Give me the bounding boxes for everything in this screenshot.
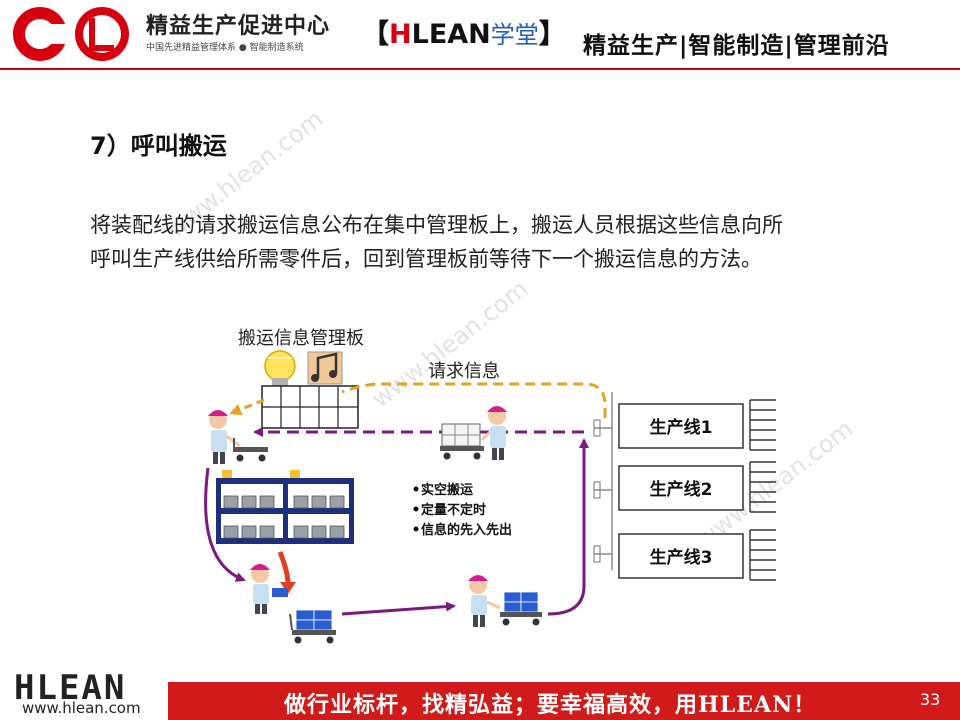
feature-item: 定量不定时 <box>420 502 486 518</box>
brand-h: H <box>389 19 412 50</box>
logo-subtitle: 中国先进精益管理体系 ● 智能制造系统 <box>146 43 304 53</box>
music-note-icon <box>307 351 343 385</box>
worker-icon <box>208 410 241 464</box>
production-line-1: 生产线1 <box>618 399 776 451</box>
footer-url[interactable]: www.hlean.com <box>22 699 141 717</box>
company-logo-icon <box>13 7 129 61</box>
cart-icon <box>233 438 268 462</box>
brand-bracket-open: 【 <box>362 19 389 50</box>
loaded-cart-icon <box>289 609 336 644</box>
delivery-flow-arrow <box>341 601 456 616</box>
worker-icon <box>480 406 507 460</box>
pickup-flow-arrow <box>204 467 246 582</box>
brand-title: 【HLEAN学堂】 <box>362 12 566 51</box>
production-line-label: 生产线3 <box>650 547 713 568</box>
request-info-label: 请求信息 <box>428 361 500 382</box>
brand-xuetang: 学堂 <box>490 21 539 49</box>
header-tagline: 精益生产|智能制造|管理前沿 <box>583 33 890 59</box>
brand-lean: LEAN <box>411 19 491 50</box>
logo-title: 精益生产促进中心 <box>146 14 331 39</box>
worker-icon <box>250 564 288 614</box>
production-line-3: 生产线3 <box>618 529 776 581</box>
slide-description: 将装配线的请求搬运信息公布在集中管理板上，搬运人员根据这些信息向所 呼叫生产线供… <box>90 213 783 271</box>
page-number: 33 <box>920 690 941 709</box>
light-bulb-icon <box>264 350 296 386</box>
footer-logo: HLEAN <box>14 668 127 708</box>
production-line-2: 生产线2 <box>618 461 776 513</box>
line-connector <box>593 392 613 570</box>
to-lines-flow-arrow <box>547 438 589 616</box>
picking-arrow <box>277 551 291 585</box>
parts-rack <box>216 470 354 544</box>
worker-icon <box>468 575 501 627</box>
production-line-label: 生产线2 <box>650 479 713 500</box>
request-to-worker-arrow <box>229 398 265 416</box>
slide-title: 7）呼叫搬运 <box>90 132 227 160</box>
feature-item: 信息的先入先出 <box>421 522 512 538</box>
feature-item: 实空搬运 <box>421 482 473 498</box>
request-info-arrow <box>341 382 607 418</box>
footer-bar <box>168 682 960 720</box>
production-line-label: 生产线1 <box>650 417 713 438</box>
management-board <box>261 385 359 429</box>
feature-list: 实空搬运 定量不定时 信息的先入先出 <box>413 482 512 538</box>
loaded-cart-icon <box>500 591 542 626</box>
board-label: 搬运信息管理板 <box>238 328 364 349</box>
empty-cart-icon <box>440 423 484 460</box>
header: 精益生产促进中心 中国先进精益管理体系 ● 智能制造系统 【HLEAN学堂】 精… <box>0 0 960 72</box>
header-divider <box>0 68 960 70</box>
brand-bracket-close: 】 <box>538 19 566 50</box>
footer-slogan: 做行业标杆，找精弘益；要幸福高效，用HLEAN！ <box>284 692 817 718</box>
